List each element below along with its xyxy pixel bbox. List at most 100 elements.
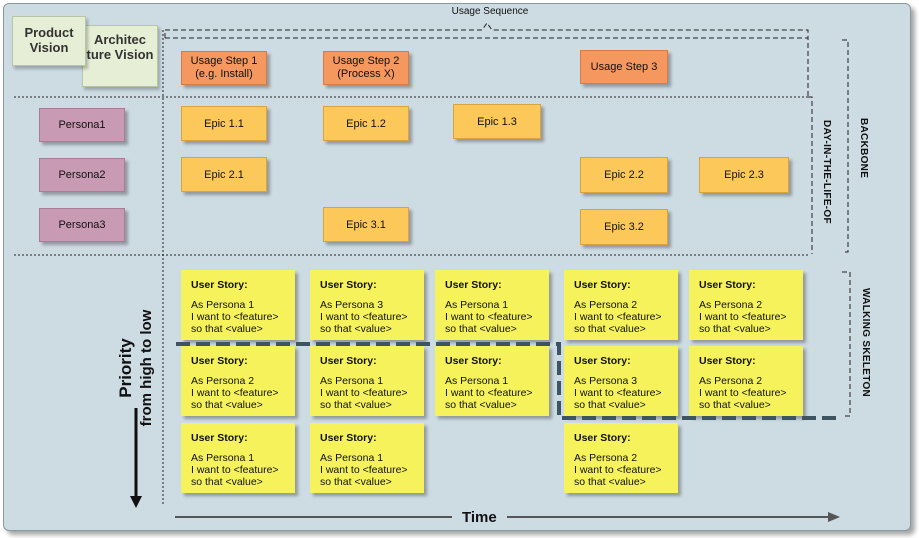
usage-step-2: Usage Step 2 (Process X) [323,51,409,85]
user-story-card: User Story: As Persona 3 I want to <feat… [564,346,678,416]
priority-label: Priority from high to low [115,293,159,443]
backbone-label: BACKBONE [858,118,869,179]
epic-2-3: Epic 2.3 [699,157,789,193]
persona-1-card: Persona1 [39,108,125,142]
user-story-persona: As Persona 2 [191,375,255,387]
persona-2-label: Persona2 [58,169,106,181]
user-story-persona: As Persona 2 [574,299,638,311]
user-story-value: so that <value> [699,399,771,411]
time-label: Time [452,509,507,527]
user-story-persona: As Persona 1 [320,375,384,387]
user-story-title: User Story: [699,355,756,367]
user-story-want: I want to <feature> [445,387,533,399]
user-story-persona: As Persona 1 [445,299,509,311]
user-story-card: User Story: As Persona 1 I want to <feat… [310,423,424,493]
architecture-vision-card: Architec ture Vision [82,25,158,87]
usage-step-3: Usage Step 3 [580,50,668,84]
story-map-panel [3,3,911,531]
epic-1-2-label: Epic 1.2 [346,117,386,130]
user-story-title: User Story: [320,355,377,367]
usage-step-3-line1: Usage Step 3 [590,60,658,73]
usage-step-1-line2: (e.g. Install) [195,68,253,80]
user-story-card: User Story: As Persona 2 I want to <feat… [689,270,803,340]
user-story-title: User Story: [320,432,377,444]
user-story-want: I want to <feature> [320,387,408,399]
usage-step-2-line1: Usage Step 2 [332,55,400,68]
user-story-title: User Story: [574,279,631,291]
usage-step-1: Usage Step 1 (e.g. Install) [181,51,267,85]
epic-1-3-label: Epic 1.3 [477,115,517,128]
user-story-card: User Story: As Persona 2 I want to <feat… [181,346,295,416]
user-story-want: I want to <feature> [320,311,408,323]
epic-2-2: Epic 2.2 [580,157,668,193]
user-story-want: I want to <feature> [320,464,408,476]
user-story-value: so that <value> [574,476,646,488]
epic-3-1: Epic 3.1 [323,207,409,242]
usage-step-2-line2: (Process X) [337,68,395,80]
user-story-title: User Story: [320,279,377,291]
user-story-card: User Story: As Persona 3 I want to <feat… [310,270,424,340]
user-story-title: User Story: [699,279,756,291]
user-story-persona: As Persona 1 [191,452,255,464]
persona-1-label: Persona1 [58,119,106,131]
user-story-value: so that <value> [191,476,263,488]
backbone-brace [842,39,849,253]
user-story-card: User Story: As Persona 1 I want to <feat… [310,346,424,416]
user-story-want: I want to <feature> [699,311,787,323]
user-story-card: User Story: As Persona 2 I want to <feat… [564,270,678,340]
user-story-card: User Story: As Persona 1 I want to <feat… [181,423,295,493]
user-story-value: so that <value> [191,323,263,335]
epic-3-2-label: Epic 3.2 [604,221,644,233]
user-story-persona: As Persona 1 [191,299,255,311]
user-story-card: User Story: As Persona 2 I want to <feat… [689,346,803,416]
user-story-want: I want to <feature> [191,311,279,323]
user-story-want: I want to <feature> [191,387,279,399]
user-story-want: I want to <feature> [445,311,533,323]
user-story-card: User Story: As Persona 1 I want to <feat… [435,270,549,340]
user-story-want: I want to <feature> [574,311,662,323]
usage-sequence-label: Usage Sequence [451,6,529,17]
product-vision-card: Product Vision [12,16,86,66]
usage-step-1-line1: Usage Step 1 [190,55,258,68]
user-story-card: User Story: As Persona 1 I want to <feat… [435,346,549,416]
epic-1-1-label: Epic 1.1 [204,117,244,130]
user-story-persona: As Persona 3 [320,299,384,311]
day-in-life-box [808,96,813,254]
epic-2-1: Epic 2.1 [181,157,267,192]
epic-1-2: Epic 1.2 [323,106,409,141]
user-story-value: so that <value> [574,323,646,335]
user-story-want: I want to <feature> [574,387,662,399]
user-story-persona: As Persona 3 [574,375,638,387]
backbone-box [165,37,809,96]
user-story-want: I want to <feature> [191,464,279,476]
persona-3-card: Persona3 [39,208,125,242]
day-in-the-life-label: DAY-IN-THE-LIFE-OF [821,120,832,224]
user-story-title: User Story: [191,355,248,367]
user-story-title: User Story: [574,355,631,367]
epic-1-1: Epic 1.1 [181,106,267,141]
persona-2-card: Persona2 [39,158,125,192]
walking-skeleton-brace [842,271,851,417]
user-story-card: User Story: As Persona 2 I want to <feat… [564,423,678,493]
time-arrowhead [828,512,840,522]
user-story-persona: As Persona 2 [574,452,638,464]
product-vision-label: Product Vision [24,25,74,55]
user-story-title: User Story: [191,432,248,444]
architecture-vision-label: Architec ture Vision [86,32,154,62]
epic-3-1-label: Epic 3.1 [346,218,386,231]
user-story-persona: As Persona 1 [320,452,384,464]
user-story-title: User Story: [445,279,502,291]
user-story-card: User Story: As Persona 1 I want to <feat… [181,270,295,340]
priority-arrowhead [130,496,142,508]
persona-3-label: Persona3 [58,219,106,231]
priority-label-line2: from high to low [138,309,155,427]
user-story-value: so that <value> [445,323,517,335]
user-story-persona: As Persona 1 [445,375,509,387]
user-story-value: so that <value> [574,399,646,411]
user-story-value: so that <value> [320,323,392,335]
epic-3-2: Epic 3.2 [580,209,668,245]
user-story-persona: As Persona 2 [699,375,763,387]
user-story-title: User Story: [445,355,502,367]
user-story-title: User Story: [574,432,631,444]
